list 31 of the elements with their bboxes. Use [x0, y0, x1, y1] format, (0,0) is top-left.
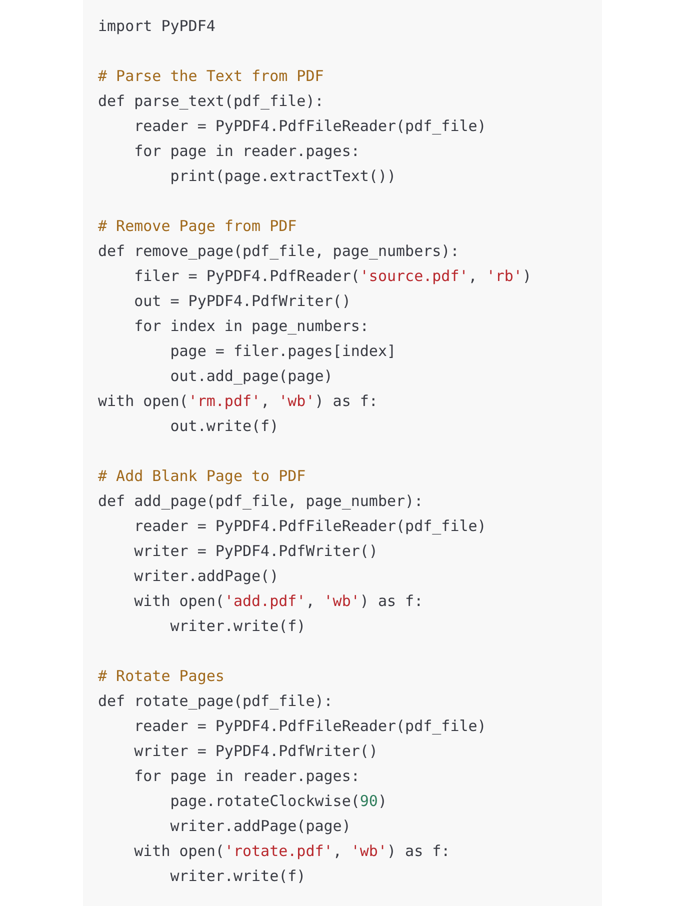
code-line: def rotate_page(pdf_file): [98, 691, 333, 711]
code-line: writer.addPage() [133, 566, 279, 586]
code-line: writer.addPage(page) [169, 816, 351, 836]
code-line: writer = PyPDF4.PdfWriter() [133, 541, 378, 561]
code-line: # Rotate Pages [98, 666, 224, 686]
code-line: # Remove Page from PDF [98, 216, 297, 236]
code-line: writer.write(f) [169, 866, 306, 886]
code-line: reader = PyPDF4.PdfFileReader(pdf_file) [133, 116, 486, 136]
code-line: with open('rm.pdf', 'wb') as f: [98, 391, 378, 411]
code-line: reader = PyPDF4.PdfFileReader(pdf_file) [133, 516, 486, 536]
code-line: for page in reader.pages: [133, 766, 360, 786]
code-line: import PyPDF4 [98, 16, 216, 36]
code-line: print(page.extractText()) [169, 166, 396, 186]
code-line: with open('add.pdf', 'wb') as f: [133, 591, 424, 611]
code-line: # Add Blank Page to PDF [98, 466, 306, 486]
code-line: def parse_text(pdf_file): [98, 91, 324, 111]
code-line: def remove_page(pdf_file, page_numbers): [98, 241, 460, 261]
code-line: reader = PyPDF4.PdfFileReader(pdf_file) [133, 716, 486, 736]
code-line: out.write(f) [169, 416, 279, 436]
code-line: for page in reader.pages: [133, 141, 360, 161]
code-line: out = PyPDF4.PdfWriter() [133, 291, 351, 311]
code-line: for index in page_numbers: [133, 316, 369, 336]
code-line: page.rotateClockwise(90) [169, 791, 387, 811]
code-line: # Parse the Text from PDF [98, 66, 324, 86]
code-line: page = filer.pages[index] [169, 341, 396, 361]
code-line: out.add_page(page) [169, 366, 333, 386]
code-line: writer = PyPDF4.PdfWriter() [133, 741, 378, 761]
code-line: with open('rotate.pdf', 'wb') as f: [133, 841, 450, 861]
code-line: def add_page(pdf_file, page_number): [98, 491, 424, 511]
code-line: writer.write(f) [169, 616, 306, 636]
code-line: filer = PyPDF4.PdfReader('source.pdf', 'rb') [133, 266, 532, 286]
